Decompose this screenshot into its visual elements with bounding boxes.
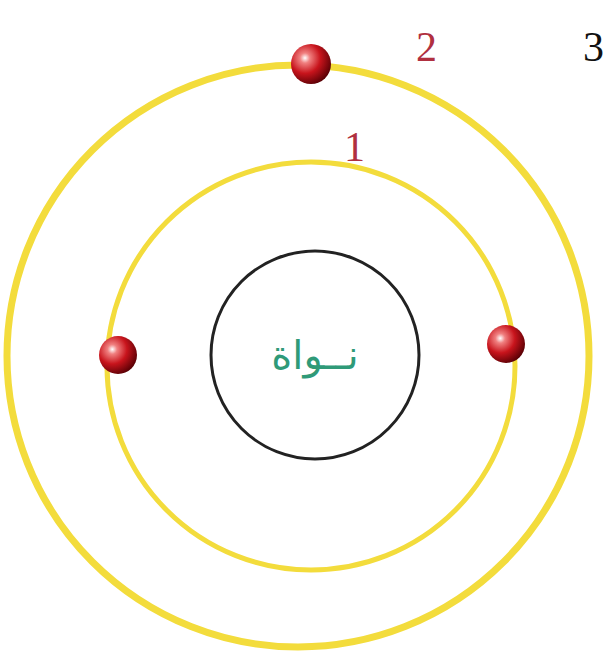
inner-orbit <box>107 162 515 570</box>
electron <box>487 325 525 363</box>
electron <box>99 336 137 374</box>
nucleus-circle: نــواة <box>209 249 421 461</box>
orbit-number: 2 <box>416 26 437 68</box>
nucleus-label: نــواة <box>271 331 358 379</box>
outer-orbit <box>7 65 589 647</box>
question-number: 3 <box>583 26 604 68</box>
orbit-number: 1 <box>344 126 365 168</box>
nucleus-border <box>211 251 419 459</box>
electron <box>291 44 331 84</box>
